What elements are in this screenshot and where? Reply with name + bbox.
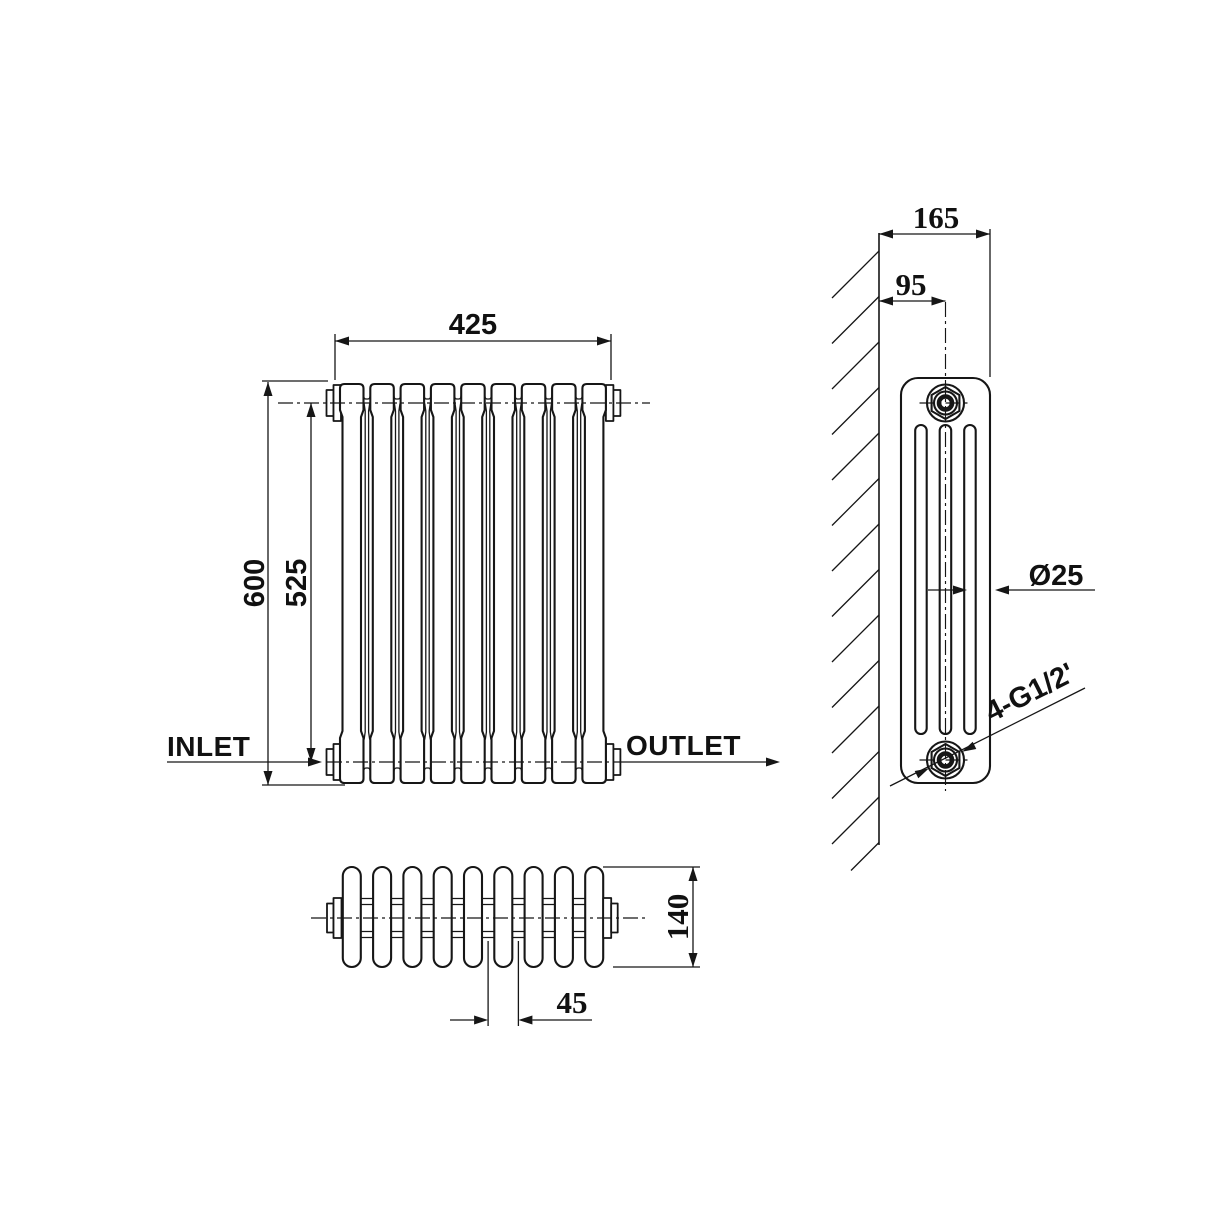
outlet-annotation: OUTLET: [618, 730, 780, 767]
dimension-95: 95: [879, 267, 946, 306]
inlet-label: INLET: [167, 731, 250, 762]
outlet-label: OUTLET: [626, 730, 741, 761]
column-diameter-dim-label: Ø25: [1029, 560, 1084, 592]
front-center-height-dim-label: 525: [281, 559, 313, 607]
dimension-425: 425: [334, 309, 612, 380]
thread-label: 4-G1/2': [980, 657, 1080, 729]
dimension-525: 525: [281, 403, 316, 762]
wall-offset-dim-label: 95: [896, 267, 927, 302]
dimension-600: 600: [239, 380, 345, 786]
top-view: 140 45: [311, 865, 700, 1026]
section-capsules: [341, 865, 605, 969]
wall-hatching: [831, 233, 880, 871]
front-height-dim-label: 600: [239, 559, 271, 607]
dimension-140: 140: [603, 866, 700, 968]
side-depth-dim-label: 165: [913, 200, 960, 235]
radiator-columns: [338, 382, 607, 785]
side-slot-right: [963, 423, 977, 736]
section-depth-dim-label: 140: [660, 894, 695, 941]
side-view: 165 95 Ø25 4-G1/2': [831, 200, 1095, 871]
front-width-dim-label: 425: [449, 309, 497, 341]
side-slot-left: [914, 423, 928, 736]
dimension-diameter-25: Ø25: [928, 560, 1095, 595]
section-pitch-dim-label: 45: [557, 985, 588, 1020]
dimension-45: 45: [450, 941, 592, 1026]
front-view: 425 600 525 INLET OUTLET: [167, 309, 780, 786]
dimension-165: 165: [879, 200, 991, 377]
inlet-annotation: INLET: [167, 731, 322, 767]
